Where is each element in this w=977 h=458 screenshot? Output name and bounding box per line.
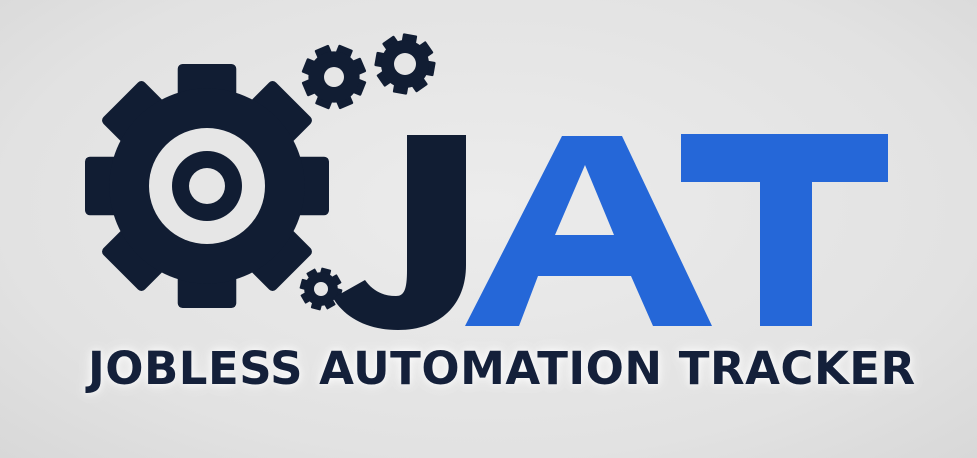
tiny-gear-icon xyxy=(295,263,347,315)
small-gear-icon xyxy=(370,29,440,99)
large-gear-icon xyxy=(85,64,329,308)
tagline: JOBLESS AUTOMATION TRACKER xyxy=(88,342,916,395)
small-gear-icon xyxy=(292,35,376,119)
logo-letter-a xyxy=(465,136,712,326)
logo-letter-j xyxy=(333,135,466,330)
logo-letter-t xyxy=(681,134,888,326)
